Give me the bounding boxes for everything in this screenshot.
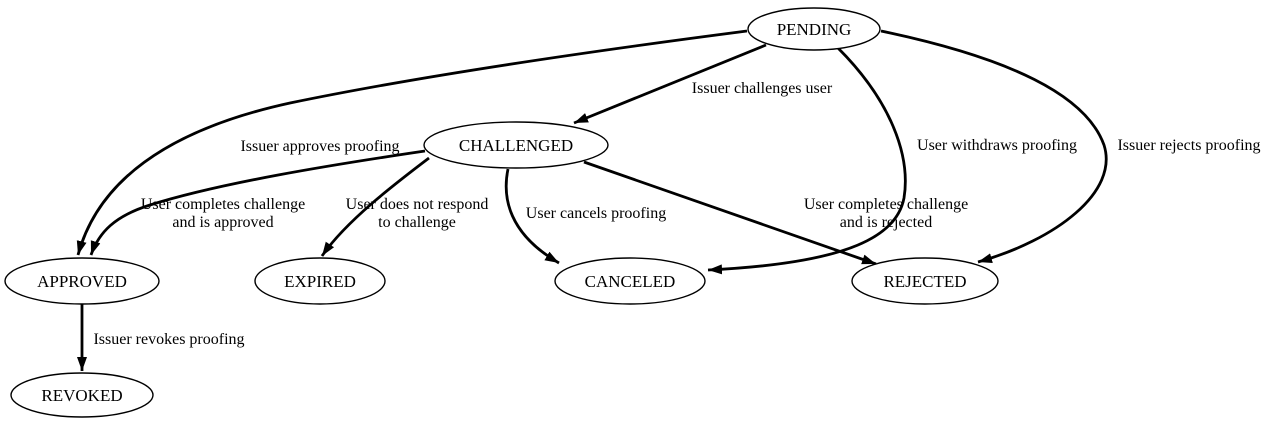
node-revoked-label: REVOKED — [41, 386, 122, 405]
edge-pending-approved — [76, 29, 748, 256]
edge-label-issuer-rejects-proofing: Issuer rejects proofing — [1117, 137, 1260, 154]
edge-label-issuer-approves-proofing: Issuer approves proofing — [240, 138, 399, 155]
node-pending-ellipse — [747, 7, 881, 51]
node-rejected-ellipse — [851, 257, 999, 305]
edge-challenged-canceled — [504, 168, 560, 265]
edge-challenged-expired — [320, 156, 430, 257]
node-expired-label: EXPIRED — [284, 272, 356, 291]
edge-labels-layer: Issuer challenges user Issuer approves p… — [93, 80, 1260, 348]
edge-label-user-withdraws-proofing: User withdraws proofing — [917, 137, 1077, 154]
node-expired-ellipse — [254, 257, 386, 305]
node-expired: EXPIRED — [254, 257, 386, 305]
edge-label-user-completes-challenge-approved-line2: and is approved — [172, 214, 273, 231]
node-canceled: CANCELED — [554, 257, 706, 305]
edge-pending-challenged — [573, 43, 767, 125]
node-challenged: CHALLENGED — [423, 121, 609, 169]
node-challenged-label: CHALLENGED — [459, 136, 573, 155]
nodes-layer: PENDING CHALLENGED APPROVED EXPIRED CANC… — [4, 7, 999, 418]
node-revoked-ellipse — [10, 372, 154, 418]
node-revoked: REVOKED — [10, 372, 154, 418]
edge-label-user-completes-challenge-rejected-line1: User completes challenge — [804, 196, 968, 213]
edge-pending-rejected — [880, 29, 1108, 264]
node-rejected-label: REJECTED — [883, 272, 966, 291]
edge-label-issuer-revokes-proofing: Issuer revokes proofing — [93, 331, 244, 348]
edge-label-user-does-not-respond-line2: to challenge — [378, 214, 456, 231]
node-pending-label: PENDING — [777, 20, 852, 39]
edges-layer — [76, 29, 1108, 371]
edge-pending-canceled — [707, 47, 907, 275]
node-pending: PENDING — [747, 7, 881, 51]
node-approved-ellipse — [4, 257, 160, 305]
edge-challenged-rejected — [583, 160, 877, 266]
node-challenged-ellipse — [423, 121, 609, 169]
node-rejected: REJECTED — [851, 257, 999, 305]
node-canceled-ellipse — [554, 257, 706, 305]
edge-label-user-completes-challenge-rejected-line2: and is rejected — [840, 214, 932, 231]
edge-label-issuer-challenges-user: Issuer challenges user — [692, 80, 833, 97]
edge-label-user-does-not-respond-line1: User does not respond — [346, 196, 489, 213]
edge-label-user-completes-challenge-approved-line1: User completes challenge — [141, 196, 305, 213]
node-canceled-label: CANCELED — [585, 272, 676, 291]
node-approved: APPROVED — [4, 257, 160, 305]
edge-label-user-cancels-proofing: User cancels proofing — [526, 205, 666, 222]
edge-challenged-approved — [89, 149, 426, 256]
node-approved-label: APPROVED — [37, 272, 127, 291]
